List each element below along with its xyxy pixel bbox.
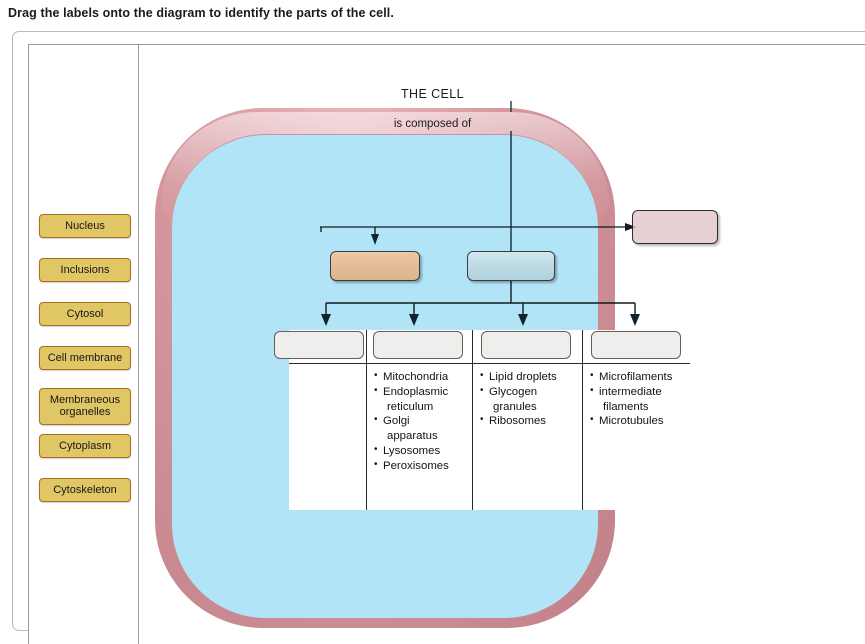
drag-label-cytosol[interactable]: Cytosol [39, 302, 131, 327]
column-rule [473, 363, 582, 364]
list-item: Lysosomes [374, 443, 472, 459]
slot-column-4[interactable] [591, 331, 681, 359]
drag-label-cytoplasm[interactable]: Cytoplasm [39, 434, 131, 459]
diagram-title: THE CELL [401, 87, 464, 101]
drag-label-inclusions[interactable]: Inclusions [39, 258, 131, 283]
slot-membrane[interactable] [632, 210, 718, 244]
list-item: Microfilaments [590, 369, 690, 385]
list-item: Mitochondria [374, 369, 472, 385]
table-column-1 [274, 330, 367, 510]
list-item: Ribosomes [480, 413, 582, 429]
column-rule [367, 363, 472, 364]
slot-column-3[interactable] [481, 331, 571, 359]
drag-label-cell-membrane[interactable]: Cell membrane [39, 346, 131, 371]
composed-of-label: is composed of [393, 118, 472, 130]
column-rule [289, 363, 366, 364]
instruction-text: Drag the labels onto the diagram to iden… [8, 6, 394, 20]
list-item: Microtubules [590, 413, 690, 429]
column-rule [583, 363, 690, 364]
list-item: Lipid droplets [480, 369, 582, 385]
slot-nucleus-like[interactable] [467, 251, 555, 281]
slot-cytoplasm[interactable] [330, 251, 420, 281]
drag-label-nucleus[interactable]: Nucleus [39, 214, 131, 239]
slot-column-1[interactable] [274, 331, 364, 359]
column-1-list [289, 364, 366, 370]
list-item: Peroxisomes [374, 458, 472, 474]
slot-column-2[interactable] [373, 331, 463, 359]
drag-label-cytoskeleton[interactable]: Cytoskeleton [39, 478, 131, 503]
